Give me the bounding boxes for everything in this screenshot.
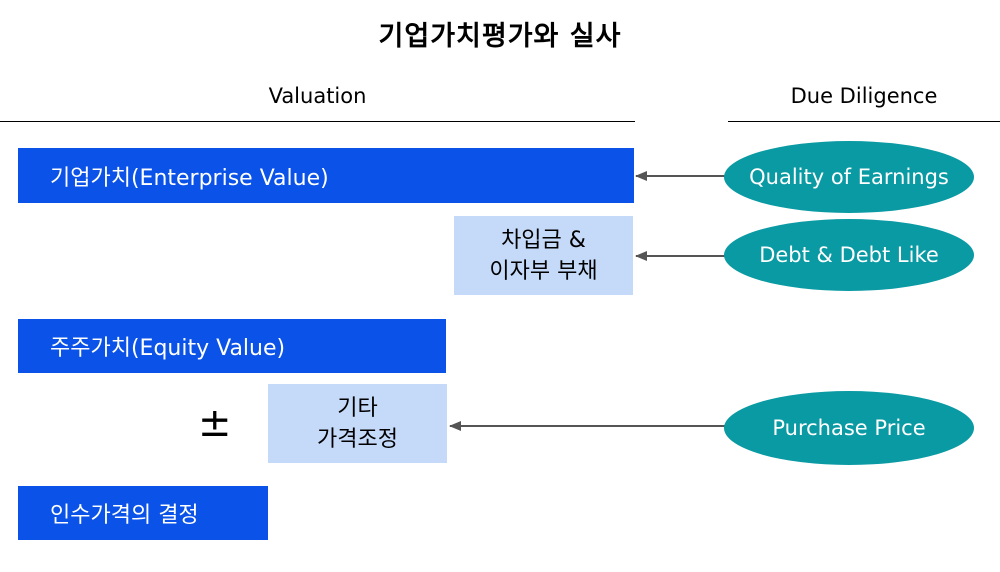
debt-label-line1: 차입금 & — [501, 227, 586, 253]
other-adjustment-line2: 가격조정 — [317, 426, 398, 452]
debt-label-line2: 이자부 부채 — [489, 258, 598, 284]
equity-value-label: 주주가치(Equity Value) — [50, 336, 286, 361]
purchase-decision-label: 인수가격의 결정 — [50, 503, 199, 528]
other-adjustment-box: 기타 가격조정 — [268, 384, 447, 463]
purchase-price-label: Purchase Price — [772, 416, 926, 440]
other-adjustment-line1: 기타 — [337, 395, 378, 421]
due-diligence-header: Due Diligence — [790, 84, 938, 108]
enterprise-value-bar: 기업가치(Enterprise Value) — [18, 148, 634, 203]
plus-minus-sign: ± — [198, 400, 232, 446]
valuation-divider — [0, 121, 635, 122]
debt-box: 차입금 & 이자부 부채 — [454, 216, 633, 295]
valuation-header: Valuation — [268, 84, 367, 108]
due-diligence-divider — [728, 121, 1000, 122]
enterprise-value-label: 기업가치(Enterprise Value) — [50, 165, 329, 191]
page-title: 기업가치평가와 실사 — [378, 21, 622, 52]
equity-value-bar: 주주가치(Equity Value) — [18, 319, 446, 373]
quality-of-earnings-label: Quality of Earnings — [749, 165, 949, 189]
debt-like-label: Debt & Debt Like — [759, 243, 939, 267]
purchase-price-ellipse: Purchase Price — [724, 391, 974, 465]
purchase-decision-bar: 인수가격의 결정 — [18, 486, 268, 540]
quality-of-earnings-ellipse: Quality of Earnings — [724, 141, 974, 213]
debt-like-ellipse: Debt & Debt Like — [724, 219, 974, 291]
